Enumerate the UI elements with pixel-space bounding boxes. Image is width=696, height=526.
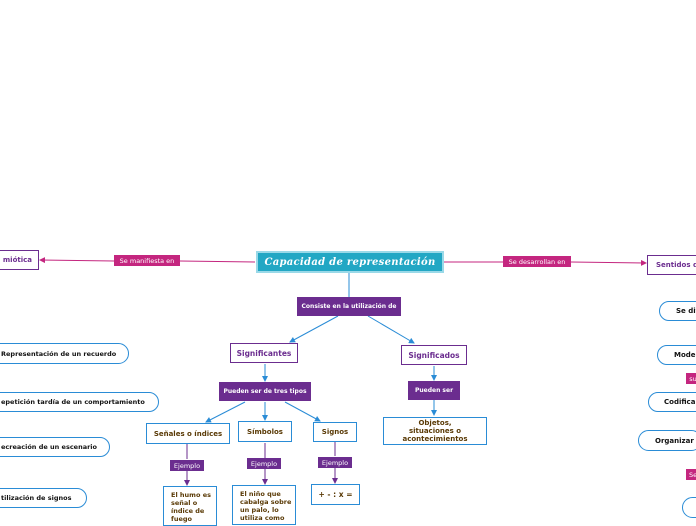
tres-tipos-label[interactable]: Pueden ser de tres tipos <box>219 382 311 401</box>
ejemplo-senales[interactable]: Ejemplo <box>170 460 204 471</box>
right-list-item[interactable]: Mode <box>657 345 696 365</box>
left-list-item[interactable]: epetición tardía de un comportamiento <box>0 392 159 412</box>
edge-left-main <box>39 257 115 264</box>
significantes-node[interactable]: Significantes <box>230 343 298 363</box>
right-link-fragment[interactable]: Se <box>686 469 696 480</box>
link-label-left[interactable]: Se manifiesta en <box>114 255 180 266</box>
simbolos-node[interactable]: Símbolos <box>238 421 292 442</box>
example-signos[interactable]: + - : x = <box>311 484 360 505</box>
example-nino[interactable]: El niño que cabalga sobre un palo, lo ut… <box>232 485 296 525</box>
right-main-topic[interactable]: Sentidos d <box>647 255 696 275</box>
edge-right-main <box>570 259 647 266</box>
edge-consiste-significados <box>367 315 415 344</box>
senales-node[interactable]: Señales o índices <box>146 423 230 444</box>
right-list-item[interactable]: Codifica <box>648 392 696 412</box>
significados-node[interactable]: Significados <box>401 345 467 365</box>
edge-tipos-senales <box>205 401 246 423</box>
right-link-fragment[interactable]: su <box>686 373 696 384</box>
left-list-item[interactable]: Representación de un recuerdo <box>0 343 129 364</box>
pueden-ser-label[interactable]: Pueden ser <box>408 381 460 400</box>
right-list-item[interactable]: Organizar <box>638 430 696 451</box>
right-list-item[interactable] <box>682 497 696 518</box>
left-main-topic[interactable]: miótica <box>0 250 39 270</box>
right-list-item[interactable]: Se div <box>659 301 696 321</box>
central-topic[interactable]: Capacidad de representación <box>256 251 444 273</box>
left-list-item[interactable]: ecreación de un escenario <box>0 437 110 457</box>
example-humo[interactable]: El humo es señal o índice de fuego <box>163 486 217 526</box>
ejemplo-simbolos[interactable]: Ejemplo <box>247 458 281 469</box>
edge-consiste-significantes <box>289 315 339 343</box>
consiste-label[interactable]: Consiste en la utilización de <box>297 297 401 316</box>
edge-tipos-signos <box>284 401 321 422</box>
signos-node[interactable]: Signos <box>313 422 357 442</box>
left-list-item[interactable]: tilización de signos <box>0 488 87 508</box>
edge-central-left <box>179 260 256 263</box>
link-label-right[interactable]: Se desarrollan en <box>503 256 571 267</box>
ejemplo-signos[interactable]: Ejemplo <box>318 457 352 468</box>
objetos-node[interactable]: Objetos, situaciones o acontecimientos <box>383 417 487 445</box>
